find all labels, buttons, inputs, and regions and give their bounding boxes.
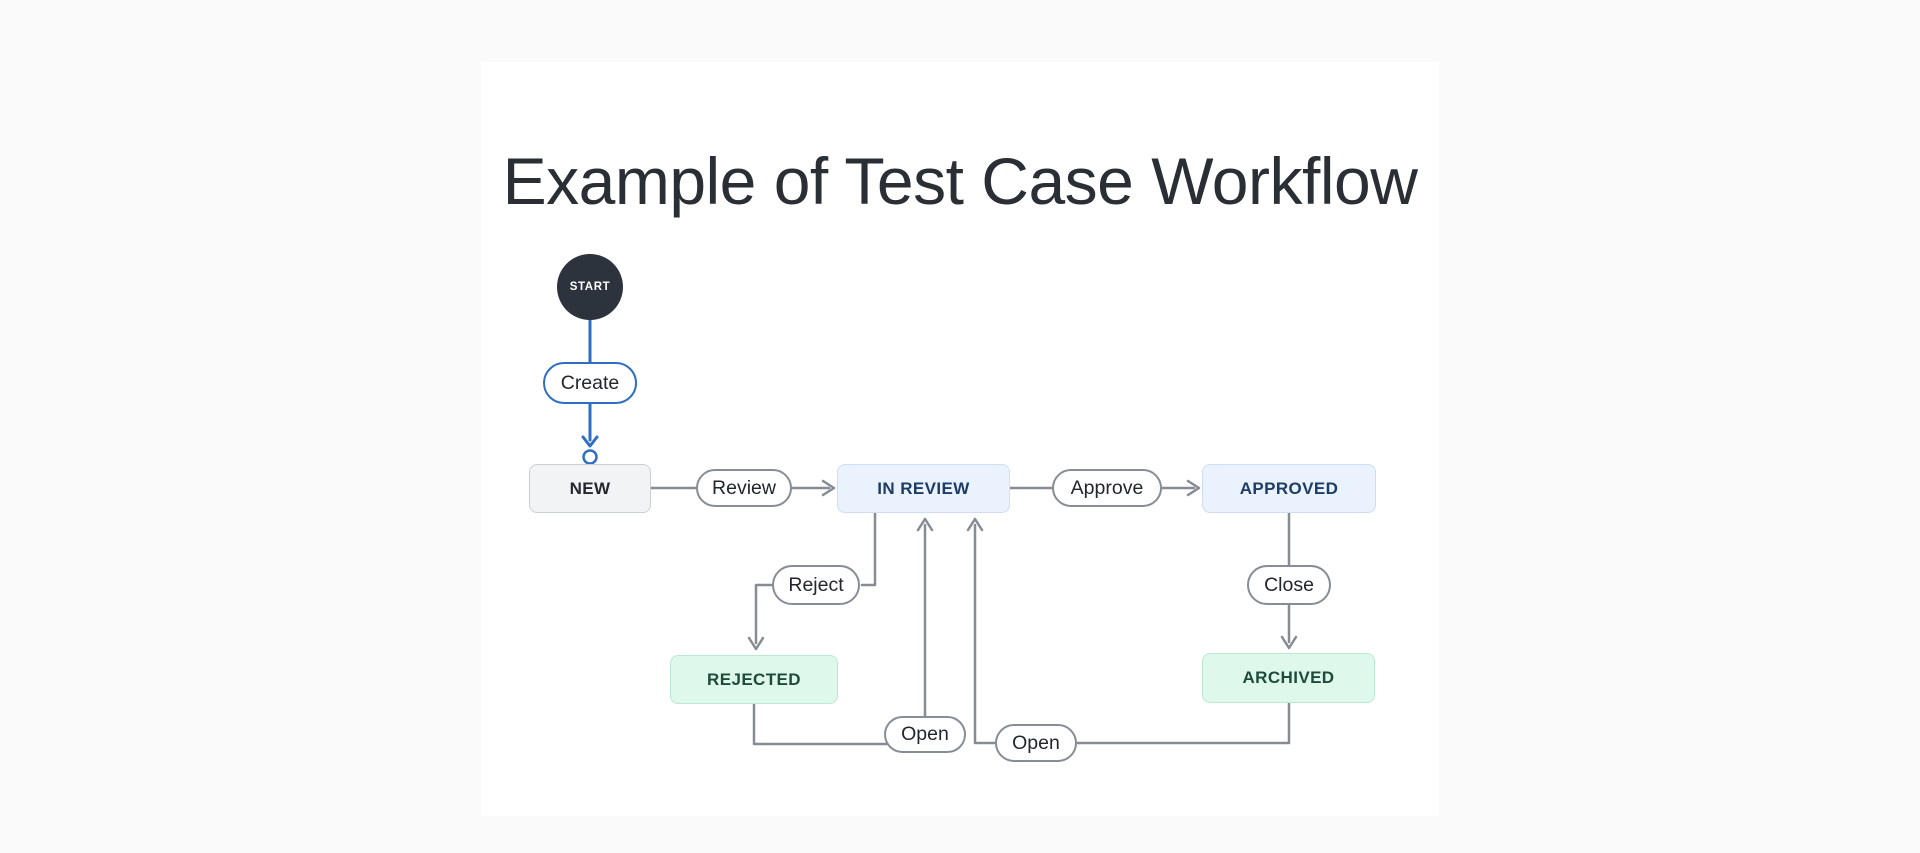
transition-close-label: Close <box>1264 573 1314 596</box>
connector-endpoint-circle <box>582 449 598 465</box>
arrowhead-open-inreview-right <box>966 517 984 532</box>
arrowhead-approve-approved <box>1186 479 1201 497</box>
transition-approve-label: Approve <box>1070 476 1144 499</box>
arrowhead-create-new <box>581 435 599 448</box>
transition-open-archived: Open <box>995 724 1077 762</box>
start-node: START <box>557 254 623 320</box>
state-archived-label: ARCHIVED <box>1242 668 1335 687</box>
transition-reject-label: Reject <box>788 573 844 596</box>
transition-review: Review <box>696 469 792 507</box>
state-in-review-label: IN REVIEW <box>877 478 970 498</box>
arrowhead-review-inreview <box>821 479 836 497</box>
state-archived: ARCHIVED <box>1202 653 1375 703</box>
connector-archived-open <box>1075 701 1291 745</box>
state-new-label: NEW <box>569 478 611 498</box>
transition-open-archived-label: Open <box>1012 731 1060 754</box>
state-rejected-label: REJECTED <box>707 669 801 689</box>
state-approved: APPROVED <box>1202 464 1376 513</box>
connector-open-inreview-right <box>973 523 997 745</box>
arrowhead-reject-rejected <box>747 636 765 651</box>
arrowhead-open-inreview-left <box>916 517 934 532</box>
transition-approve: Approve <box>1052 469 1162 507</box>
transition-create: Create <box>543 362 637 404</box>
transition-create-label: Create <box>560 371 620 394</box>
connector-inreview-reject <box>860 511 877 587</box>
connector-rejected-open <box>752 702 890 746</box>
transition-reject: Reject <box>772 565 860 605</box>
transition-open-rejected-label: Open <box>901 723 949 745</box>
state-in-review: IN REVIEW <box>837 464 1010 513</box>
start-node-label: START <box>569 281 611 293</box>
state-new: NEW <box>529 464 651 513</box>
state-approved-label: APPROVED <box>1239 478 1339 498</box>
transition-review-label: Review <box>712 476 776 499</box>
connector-reject-rejected <box>754 583 774 645</box>
transition-open-rejected: Open <box>884 716 966 753</box>
state-rejected: REJECTED <box>670 655 838 704</box>
transition-close: Close <box>1247 565 1331 605</box>
arrowhead-close-archived <box>1280 635 1298 650</box>
page-title: Example of Test Case Workflow <box>502 144 1418 219</box>
